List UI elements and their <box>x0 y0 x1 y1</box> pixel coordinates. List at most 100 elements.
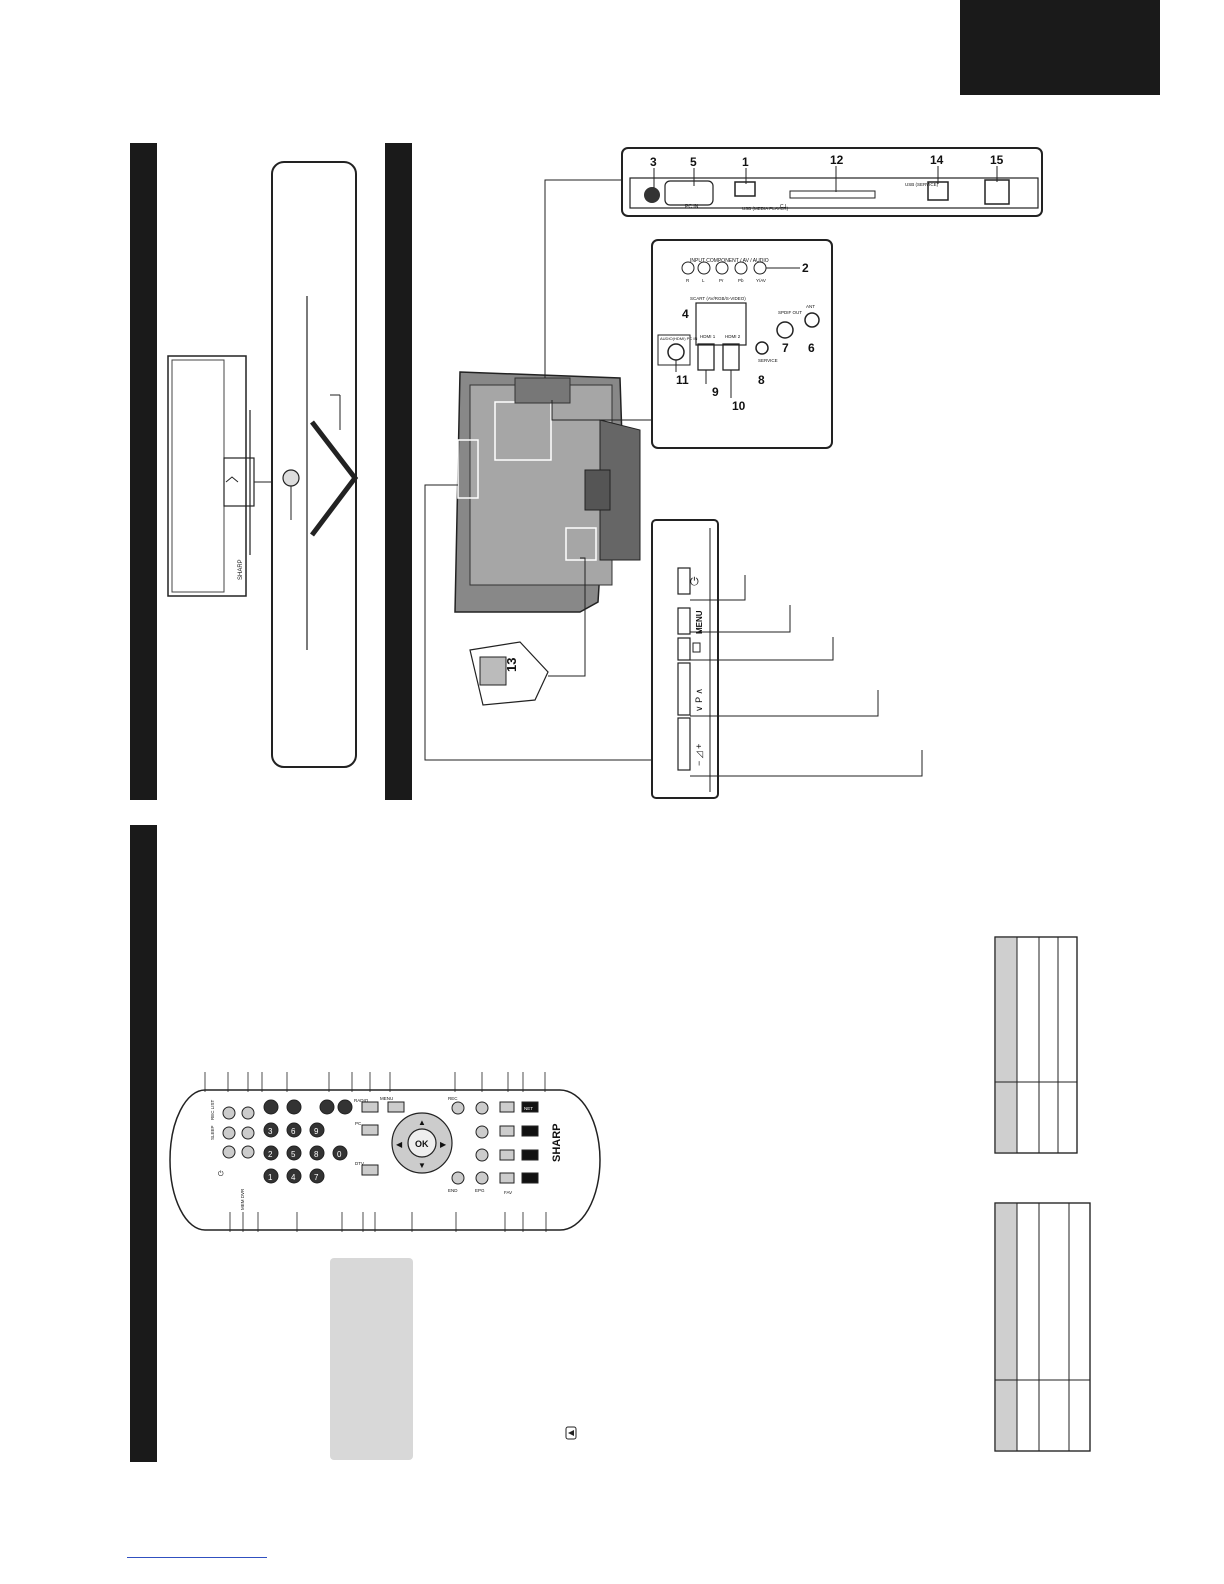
dtv-button[interactable] <box>361 1164 379 1176</box>
key-3[interactable] <box>263 1122 279 1138</box>
epg-button[interactable] <box>475 1171 489 1185</box>
power-button[interactable] <box>222 1145 236 1159</box>
fav-button[interactable] <box>499 1172 515 1184</box>
tv-control-panel: ⏻ MENU ∨ P ∧ − ◿ + <box>651 519 719 799</box>
sleep-button[interactable] <box>222 1126 236 1140</box>
remote-keypad: 1 2 3 4 5 6 7 8 9 0 <box>263 1122 348 1184</box>
func-button-1[interactable] <box>475 1101 489 1115</box>
rec-list-button[interactable] <box>222 1106 236 1120</box>
remote-dpad: OK ◀ ▶ ▲ ▼ <box>391 1112 453 1174</box>
side-terminal-panel: PC IN USB (MEDIA PLAYER) C.I. USB (SERVI… <box>621 147 1043 217</box>
input-component-label: INPUT COMPONENT / AV / AUDIO <box>690 258 769 264</box>
key-9[interactable] <box>309 1122 325 1138</box>
r-label: R <box>686 278 690 283</box>
channel-up-button[interactable] <box>337 1099 353 1115</box>
ci-label: C.I. <box>780 204 788 210</box>
key-2[interactable] <box>263 1145 279 1161</box>
key-7[interactable] <box>309 1168 325 1184</box>
key-8[interactable] <box>309 1145 325 1161</box>
blue-button[interactable] <box>521 1125 539 1137</box>
tv-logo: SHARP <box>238 559 244 580</box>
hdmi2-label: HDMI 2 <box>725 334 741 339</box>
bks-button[interactable] <box>241 1106 255 1120</box>
ci-slot-icon <box>789 190 876 199</box>
mem-dvr-label: MEM DVR <box>240 1188 245 1210</box>
fav-label: FAV <box>504 1190 512 1195</box>
y-video-label: Y/AV <box>756 278 766 283</box>
func-button-3[interactable] <box>475 1148 489 1162</box>
service-label: SERVICE <box>758 358 778 363</box>
net-button[interactable] <box>521 1101 539 1113</box>
program-key <box>677 662 691 716</box>
ok-label: OK <box>415 1139 429 1149</box>
key-0-label: 0 <box>337 1150 342 1159</box>
menu-key-label: MENU <box>695 610 704 634</box>
usb-media-label: USB (MEDIA PLAYER) <box>742 206 789 211</box>
key-2-label: 2 <box>268 1150 273 1159</box>
radio-button[interactable] <box>361 1101 379 1113</box>
callout-4: 4 <box>682 307 689 321</box>
key-0[interactable] <box>332 1145 348 1161</box>
rec-list-label: REC LIST <box>210 1099 215 1120</box>
dpad-left-icon: ▼ <box>418 1161 426 1170</box>
key-5-label: 5 <box>291 1150 296 1159</box>
key-6-label: 6 <box>291 1127 296 1136</box>
key-4[interactable] <box>286 1168 302 1184</box>
audio-in-port-box <box>657 334 691 366</box>
corner-tab-block <box>960 0 1160 95</box>
callout-7: 7 <box>782 341 789 355</box>
mem-dvr-button[interactable] <box>241 1145 255 1159</box>
end-button[interactable] <box>451 1171 465 1185</box>
callout-3: 3 <box>650 155 657 169</box>
key-6[interactable] <box>286 1122 302 1138</box>
key-5[interactable] <box>286 1145 302 1161</box>
menu-button[interactable] <box>387 1101 405 1113</box>
program-key-label: ∨ P ∧ <box>694 688 704 712</box>
usb-media-port-icon <box>734 181 756 197</box>
service-port-icon <box>755 341 769 355</box>
section-bar-top-left <box>130 143 157 800</box>
rec-label: REC <box>448 1096 458 1101</box>
rec-button[interactable] <box>451 1101 465 1115</box>
input-key <box>677 637 691 661</box>
func-button-2[interactable] <box>475 1125 489 1139</box>
channel-down-button[interactable] <box>319 1099 335 1115</box>
pc-label: PC <box>355 1121 362 1126</box>
volume-up-button[interactable] <box>263 1099 279 1115</box>
func-key-2[interactable] <box>499 1125 515 1137</box>
red-button[interactable] <box>521 1172 539 1184</box>
power-icon: ⏻ <box>690 576 699 588</box>
key-1-label: 1 <box>268 1173 273 1182</box>
volume-down-button[interactable] <box>286 1099 302 1115</box>
text-button[interactable] <box>241 1126 255 1140</box>
key-1[interactable] <box>263 1168 279 1184</box>
func-key-3[interactable] <box>499 1149 515 1161</box>
menu-label: MENU <box>380 1096 393 1101</box>
volume-key <box>677 717 691 771</box>
ok-button[interactable] <box>407 1128 437 1158</box>
tv-rear-view <box>454 371 641 613</box>
antenna-label: ANT <box>806 304 815 309</box>
audio-in-label: AUDIO(HDMI) PC IN <box>660 336 697 341</box>
callout-5: 5 <box>690 155 697 169</box>
scart-label: SCART (AV/RGB/S-VIDEO) <box>690 296 746 301</box>
spdif-port-icon <box>776 321 794 339</box>
remote-sensor-icon <box>282 469 300 487</box>
table-a <box>994 936 1078 1154</box>
hdmi1-label: HDMI 1 <box>700 334 716 339</box>
yellow-button[interactable] <box>521 1149 539 1161</box>
func-key-1[interactable] <box>499 1101 515 1113</box>
callout-15: 15 <box>990 153 1004 167</box>
input-icon <box>692 642 701 653</box>
end-label: END <box>448 1188 458 1193</box>
pr-label: Pr <box>719 278 724 283</box>
callout-8: 8 <box>758 373 765 387</box>
section-bar-top-right <box>385 143 412 800</box>
dpad-right-icon: ▲ <box>418 1118 426 1127</box>
volume-key-label: − ◿ + <box>694 744 704 766</box>
dpad-up-icon: ◀ <box>396 1140 403 1149</box>
pc-button[interactable] <box>361 1124 379 1136</box>
tv-front-view: SHARP <box>167 355 255 597</box>
callout-13: 13 <box>504 658 519 672</box>
